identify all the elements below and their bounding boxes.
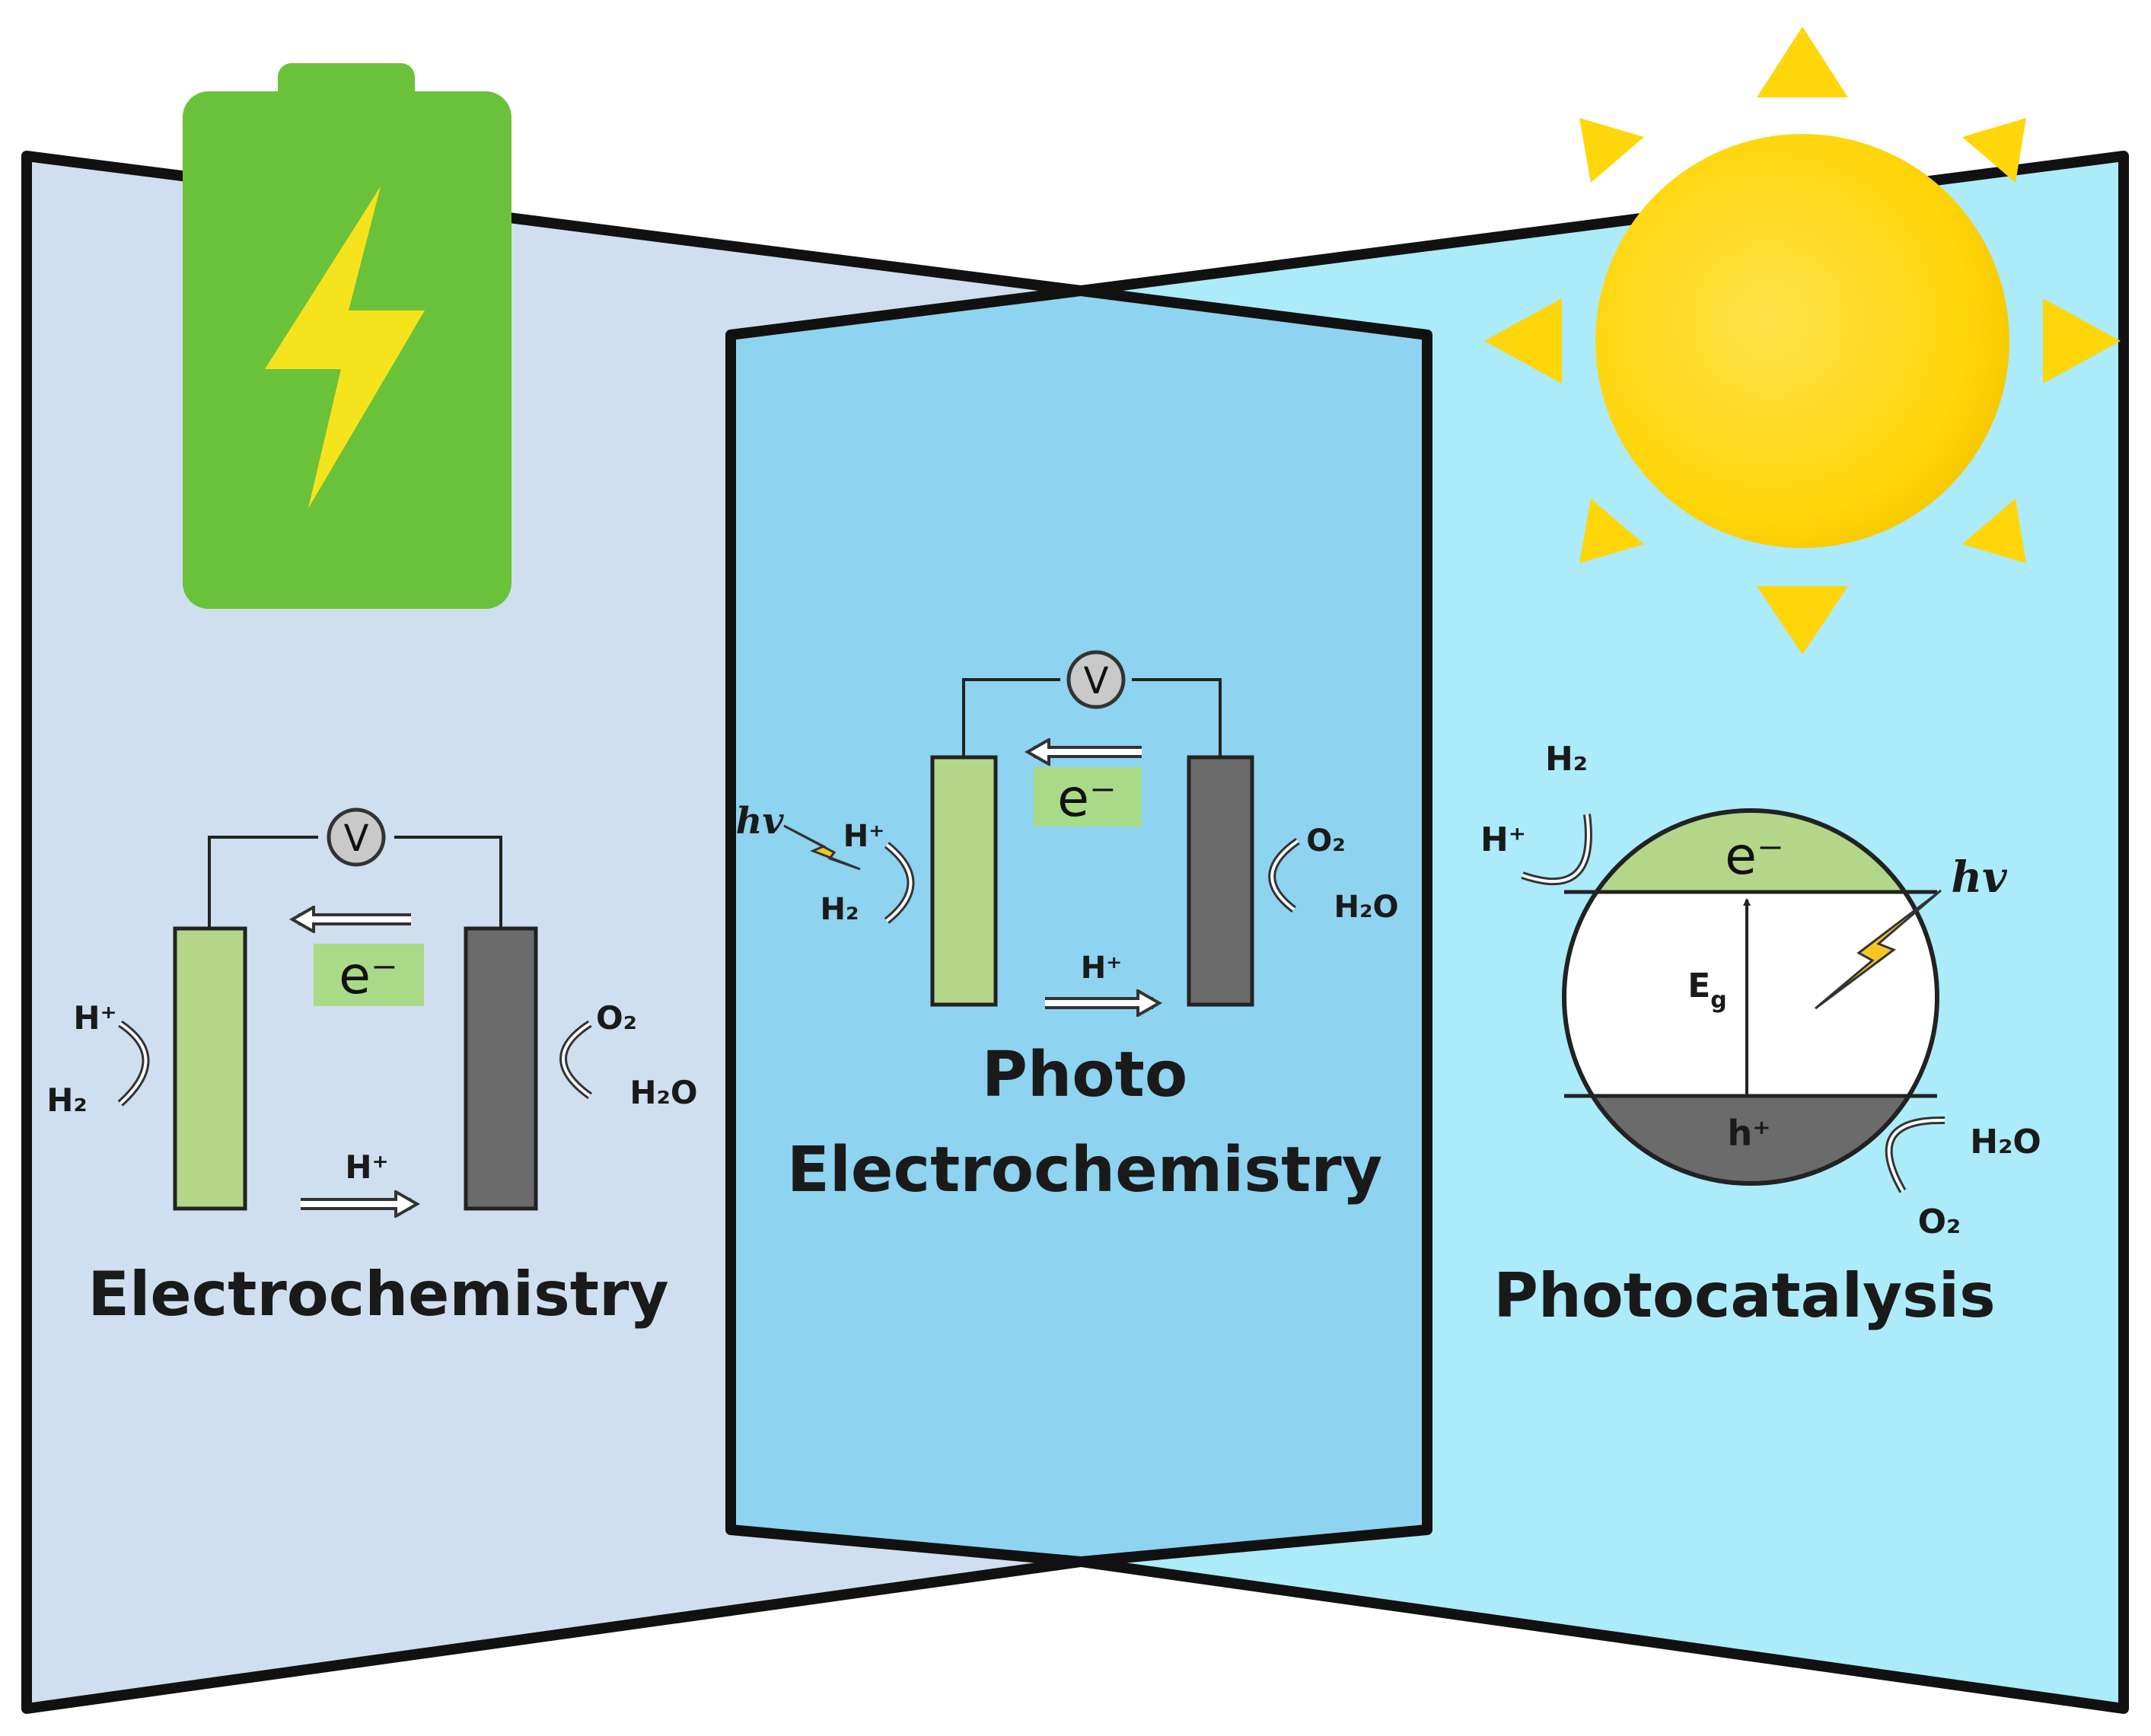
proton-top-label: H⁺ [73, 999, 116, 1037]
light-label: hv [1951, 852, 2008, 903]
proton-bottom-label: H⁺ [1081, 951, 1123, 986]
h2-product-label: H₂ [821, 892, 859, 927]
photocathode-electrode [930, 755, 998, 1007]
photoelectrochemistry-panel [725, 285, 1432, 1567]
h2o-reactant-label: H₂O [1970, 1123, 2041, 1161]
electron-label: e⁻ [1725, 827, 1784, 887]
electron-box [1034, 767, 1142, 827]
photoelectrochemistry-title-line2: Electrochemistry [787, 1134, 1382, 1206]
voltmeter-label: V [1084, 660, 1109, 702]
h2-product-label: H₂ [1545, 740, 1588, 779]
o2-product-label: O₂ [1306, 823, 1346, 858]
voltmeter-icon: V [327, 807, 386, 867]
electron-box [314, 944, 424, 1006]
bandgap-label: Eg [1687, 967, 1727, 1014]
photoelectrochemistry-cell: V e⁻ H⁺ hv H⁺ H₂ O₂ H₂O Photo Electroche… [736, 650, 1399, 1206]
h2o-reactant-label: H₂O [629, 1074, 697, 1111]
o2-product-label: O₂ [596, 999, 637, 1037]
anode-electrode [464, 926, 538, 1211]
photoelectrochemistry-title-line1: Photo [982, 1039, 1187, 1111]
electrochemistry-cell: V e⁻ H⁺ H⁺ H₂ O₂ H₂O Electrochemistry [46, 807, 698, 1330]
photocatalysis-title: Photocatalysis [1493, 1260, 1996, 1331]
hole-label: h⁺ [1727, 1113, 1770, 1154]
proton-label: H⁺ [1480, 820, 1526, 859]
light-label: hv [736, 800, 785, 843]
h2-product-label: H₂ [46, 1081, 88, 1119]
h2o-reactant-label: H₂O [1334, 890, 1399, 925]
voltmeter-icon: V [1066, 650, 1126, 709]
anode-electrode [1187, 755, 1254, 1007]
sun-icon [1484, 27, 2121, 655]
electron-label: e⁻ [339, 946, 398, 1006]
lightning-bolt-icon [265, 186, 425, 508]
photon-icon [783, 824, 861, 871]
proton-top-label: H⁺ [843, 819, 885, 854]
voltmeter-label: V [344, 817, 369, 860]
o2-product-label: O₂ [1918, 1202, 1961, 1241]
battery-icon [183, 63, 511, 609]
photon-icon [1815, 889, 1942, 1010]
proton-bottom-label: H⁺ [345, 1148, 388, 1186]
electrochemistry-title: Electrochemistry [88, 1259, 668, 1330]
cathode-electrode [173, 926, 247, 1211]
electron-label: e⁻ [1057, 769, 1117, 829]
